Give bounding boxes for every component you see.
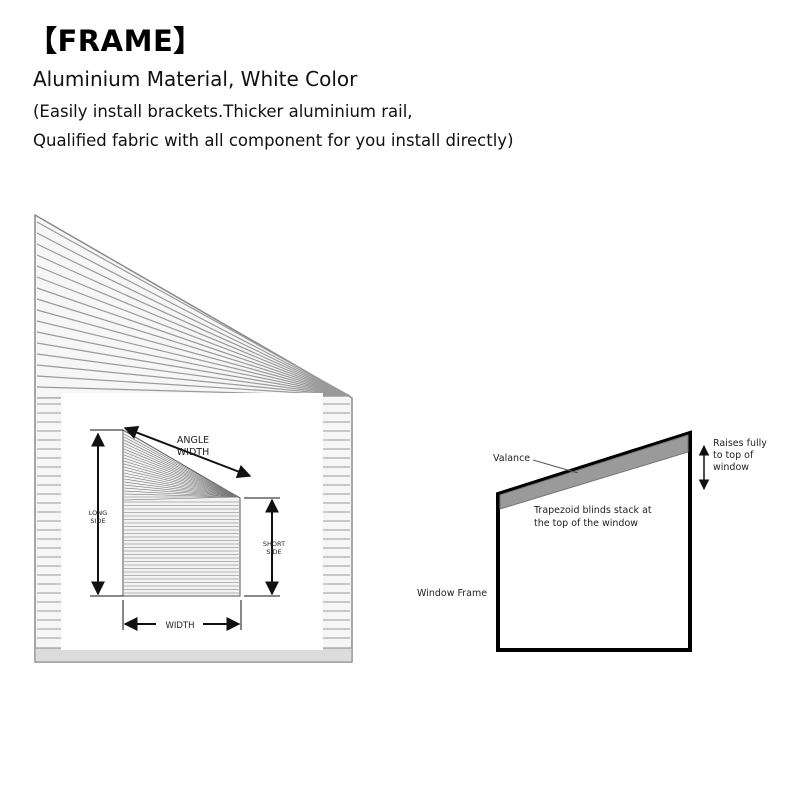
page-title: 【FRAME】 <box>28 24 203 58</box>
angle-width-label-1: ANGLE <box>177 435 209 446</box>
mini-fan-slat <box>123 478 240 498</box>
window-frame-illustration: Valance Raises fully to top of window Tr… <box>417 430 767 652</box>
angled-slat <box>36 254 351 397</box>
short-side-label-2: SIDE <box>266 548 281 556</box>
angled-slat <box>36 232 351 397</box>
blind-illustration: ANGLE WIDTH LONG SIDE SHORT SIDE WIDTH <box>34 213 353 663</box>
window-frame-label: Window Frame <box>417 588 487 599</box>
description-line-1: (Easily install brackets.Thicker alumini… <box>33 102 413 121</box>
angled-slats <box>36 221 351 399</box>
angled-slat <box>36 353 351 397</box>
mini-horizontal-slats <box>124 501 239 594</box>
description-line-2: Qualified fabric with all component for … <box>33 131 514 150</box>
raises-label-1: Raises fully <box>713 438 767 449</box>
angled-slat <box>36 221 351 397</box>
angled-slat <box>36 342 351 397</box>
stack-label-2: the top of the window <box>534 518 638 529</box>
raises-label-2: to top of <box>713 450 754 461</box>
mini-fan-slat <box>123 487 240 498</box>
angled-slat <box>36 320 351 397</box>
short-side-label-1: SHORT <box>263 540 285 548</box>
angle-width-label-2: WIDTH <box>177 447 209 458</box>
angle-width-arrow <box>123 425 252 479</box>
long-side-label-1: LONG <box>89 509 107 517</box>
angled-slat <box>36 298 351 397</box>
valance-label: Valance <box>493 453 530 464</box>
angled-slat <box>36 375 351 397</box>
mini-fan-slat <box>123 484 240 498</box>
angled-slat <box>36 331 351 397</box>
width-label: WIDTH <box>165 621 194 631</box>
mini-fan-slat <box>123 493 240 498</box>
angled-slat <box>36 287 351 397</box>
long-side-label-2: SIDE <box>90 517 105 525</box>
raises-label-3: window <box>713 462 749 473</box>
mini-fan-slat <box>123 490 240 498</box>
mini-fan-slat <box>123 496 240 501</box>
bottom-rail <box>34 647 353 663</box>
angled-slat <box>36 309 351 397</box>
angled-slat <box>36 276 351 397</box>
valance-pointer <box>532 459 579 474</box>
valance-bar <box>499 434 689 510</box>
angled-slat <box>36 243 351 397</box>
angled-slat <box>36 364 351 397</box>
mini-fan-slat <box>123 481 240 498</box>
angled-slat <box>36 265 351 397</box>
stack-label-1: Trapezoid blinds stack at <box>533 505 652 516</box>
material-subtitle: Aluminium Material, White Color <box>33 67 358 91</box>
mini-fan-slat <box>123 475 240 498</box>
